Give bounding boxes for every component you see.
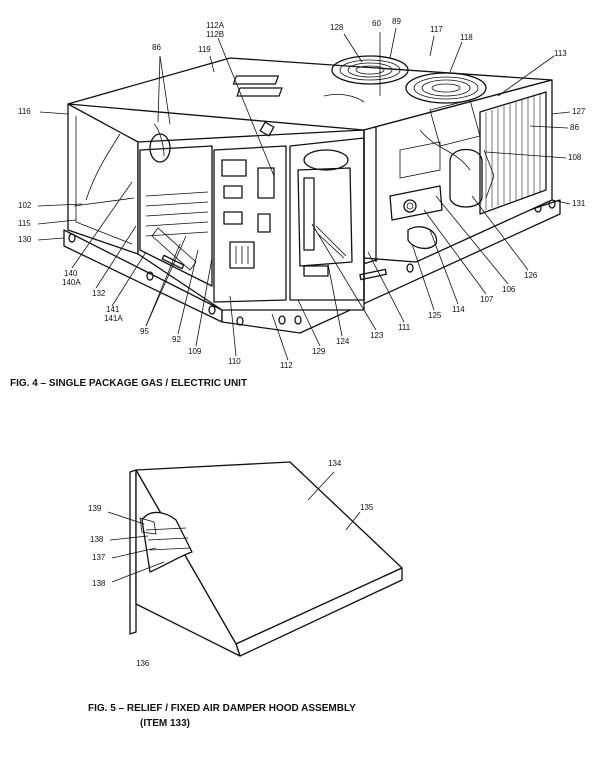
callout-112b: 112B [206, 30, 224, 39]
callout-112: 112 [280, 361, 293, 370]
callout-95: 95 [140, 327, 149, 336]
fig4-labels: 86 112A 112B 119 128 60 89 117 118 113 1… [18, 17, 586, 370]
callout-125: 125 [428, 311, 442, 320]
callout-126: 126 [524, 271, 538, 280]
callout-141: 141 [106, 305, 120, 314]
callout-136: 136 [136, 659, 150, 668]
hood-back-frame [129, 469, 137, 635]
callout-102: 102 [18, 201, 32, 210]
callout-131: 131 [572, 199, 586, 208]
callout-106: 106 [502, 285, 516, 294]
callout-140: 140 [64, 269, 78, 278]
callout-111: 111 [398, 323, 411, 332]
callout-118: 118 [460, 33, 473, 42]
front-panel [137, 129, 365, 311]
callout-116: 116 [18, 107, 31, 116]
fig5-caption-line2: (ITEM 133) [140, 718, 190, 729]
callout-117: 117 [430, 25, 443, 34]
fig5-labels: 134 135 139 138 137 138 136 [88, 459, 374, 668]
callout-127: 127 [572, 107, 586, 116]
callout-92: 92 [172, 335, 181, 344]
callout-89: 89 [392, 17, 401, 26]
left-end-panel [67, 103, 139, 255]
fig5-leader-lines [107, 471, 361, 583]
condenser-coil [479, 91, 547, 215]
callout-60: 60 [372, 19, 381, 28]
compressor-area [389, 99, 495, 250]
fig4-caption: FIG. 4 – SINGLE PACKAGE GAS / ELECTRIC U… [10, 378, 247, 389]
callout-141a: 141A [104, 314, 123, 323]
callout-110: 110 [228, 357, 241, 366]
callout-119: 119 [198, 45, 211, 54]
callout-109: 109 [188, 347, 202, 356]
callout-107: 107 [480, 295, 494, 304]
callout-130: 130 [18, 235, 32, 244]
callout-134: 134 [328, 459, 342, 468]
fig5-caption-line1: FIG. 5 – RELIEF / FIXED AIR DAMPER HOOD … [88, 703, 356, 714]
callout-112a: 112A [206, 21, 225, 30]
callout-86-top: 86 [152, 43, 161, 52]
callout-129: 129 [312, 347, 326, 356]
callout-113: 113 [554, 49, 567, 58]
callout-115: 115 [18, 219, 31, 228]
callout-140a: 140A [62, 278, 81, 287]
fig4-leader-lines [37, 27, 571, 361]
callout-108: 108 [568, 153, 582, 162]
callout-138-upper: 138 [90, 535, 104, 544]
callout-128: 128 [330, 23, 344, 32]
callout-123: 123 [370, 331, 384, 340]
callout-138-lower: 138 [92, 579, 106, 588]
callout-114: 114 [452, 305, 465, 314]
condenser-fan-grilles [331, 55, 487, 104]
callout-137: 137 [92, 553, 106, 562]
package-unit-drawing [63, 55, 561, 334]
callout-132: 132 [92, 289, 106, 298]
callout-86-right: 86 [570, 123, 579, 132]
evaporator-compartment [139, 123, 213, 287]
damper-hood-drawing [129, 461, 403, 657]
callout-139: 139 [88, 504, 102, 513]
callout-124: 124 [336, 337, 350, 346]
callout-135: 135 [360, 503, 374, 512]
